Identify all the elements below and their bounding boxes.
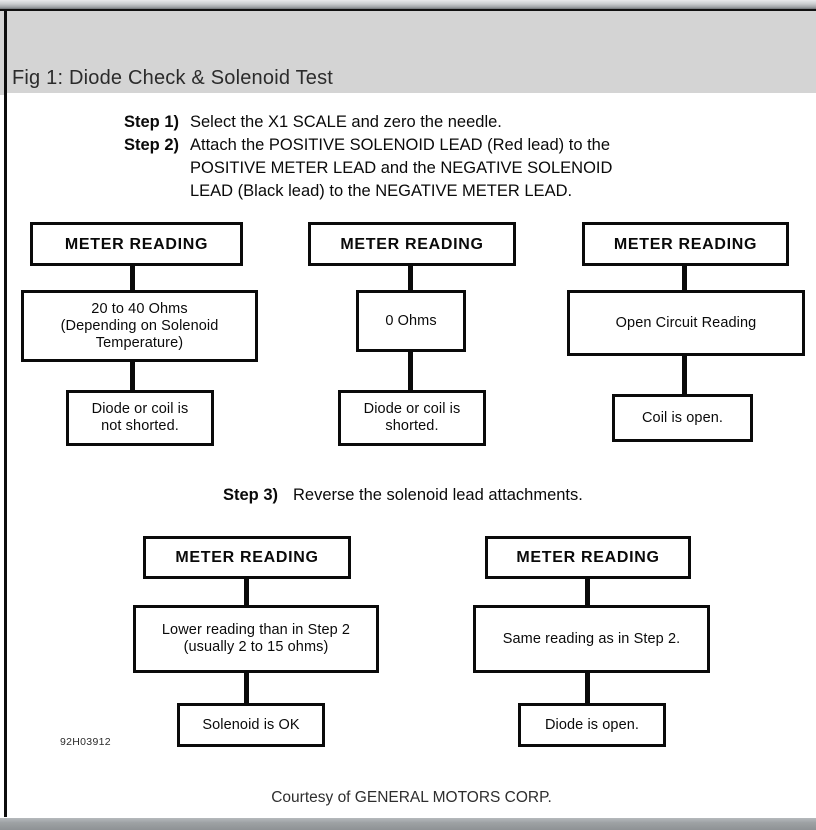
flow-box-middle-1-text: 20 to 40 Ohms (Depending on Solenoid Tem… [60, 300, 219, 351]
connector-4b [244, 670, 249, 705]
flow-box-middle-5: Same reading as in Step 2. [473, 605, 710, 673]
figure-sheet: Step 1) Select the X1 SCALE and zero the… [7, 93, 816, 818]
flow-box-result-1-text: Diode or coil is not shorted. [91, 401, 189, 434]
flow-box-head-3: METER READING [582, 222, 789, 266]
courtesy-credit: Courtesy of GENERAL MOTORS CORP. [271, 789, 552, 806]
step-2-text-line-2: POSITIVE METER LEAD and the NEGATIVE SOL… [190, 159, 613, 177]
window-top-strip [0, 0, 816, 9]
connector-3b [682, 353, 687, 396]
flow-box-result-2-text: Diode or coil is shorted. [363, 401, 461, 434]
flow-box-head-2: METER READING [308, 222, 516, 266]
flow-box-result-4-text: Solenoid is OK [202, 716, 300, 733]
flow-box-head-4: METER READING [143, 536, 351, 579]
flow-box-result-3-text: Coil is open. [641, 409, 724, 426]
connector-1b [130, 359, 135, 392]
flow-box-middle-5-text: Same reading as in Step 2. [502, 630, 681, 647]
connector-2a [408, 263, 413, 292]
connector-3a [682, 263, 687, 292]
connector-2b [408, 349, 413, 392]
flow-box-result-4: Solenoid is OK [177, 703, 325, 747]
flow-box-middle-2-text: 0 Ohms [385, 312, 437, 329]
flow-box-result-3: Coil is open. [612, 394, 753, 442]
step-2-text-line-3: LEAD (Black lead) to the NEGATIVE METER … [190, 182, 573, 200]
step-2-label: Step 2) [124, 136, 180, 154]
step-1-label: Step 1) [124, 113, 180, 131]
step-instructions: Step 1) Select the X1 SCALE and zero the… [124, 111, 724, 203]
connector-5b [585, 670, 590, 705]
figure-header-band: Fig 1: Diode Check & Solenoid Test [0, 9, 816, 95]
step-3-text: Reverse the solenoid lead attachments. [293, 486, 583, 504]
flow-box-head-2-text: METER READING [340, 235, 484, 253]
step-1-row: Step 1) Select the X1 SCALE and zero the… [124, 111, 724, 134]
step-2-text-line-1: Attach the POSITIVE SOLENOID LEAD (Red l… [190, 136, 611, 154]
window-bottom-strip [0, 818, 816, 830]
left-border-rule [4, 11, 7, 817]
flow-box-middle-4: Lower reading than in Step 2 (usually 2 … [133, 605, 379, 673]
flow-box-result-5: Diode is open. [518, 703, 666, 747]
page-title: Fig 1: Diode Check & Solenoid Test [12, 67, 334, 89]
flow-box-head-4-text: METER READING [175, 549, 319, 566]
connector-5a [585, 576, 590, 607]
flow-box-middle-3-text: Open Circuit Reading [615, 314, 757, 331]
step-1-text: Select the X1 SCALE and zero the needle. [190, 113, 502, 131]
step-3-label: Step 3) [223, 486, 279, 504]
flow-box-middle-1: 20 to 40 Ohms (Depending on Solenoid Tem… [21, 290, 258, 362]
step-2-row: Step 2) Attach the POSITIVE SOLENOID LEA… [124, 134, 724, 157]
flow-box-head-3-text: METER READING [613, 235, 758, 253]
flow-box-result-5-text: Diode is open. [544, 716, 640, 733]
flow-box-head-5-text: METER READING [516, 549, 660, 566]
flow-box-middle-2: 0 Ohms [356, 290, 466, 352]
step-3-row: Step 3) Reverse the solenoid lead attach… [223, 486, 583, 505]
flow-box-middle-4-text: Lower reading than in Step 2 (usually 2 … [161, 622, 351, 655]
flow-box-head-1-text: METER READING [64, 235, 209, 253]
flow-box-head-1: METER READING [30, 222, 243, 266]
flow-box-result-2: Diode or coil is shorted. [338, 390, 486, 446]
connector-4a [244, 576, 249, 607]
flow-box-middle-3: Open Circuit Reading [567, 290, 805, 356]
figure-code: 92H03912 [60, 736, 111, 748]
connector-1a [130, 263, 135, 292]
flow-box-result-1: Diode or coil is not shorted. [66, 390, 214, 446]
flow-box-head-5: METER READING [485, 536, 691, 579]
